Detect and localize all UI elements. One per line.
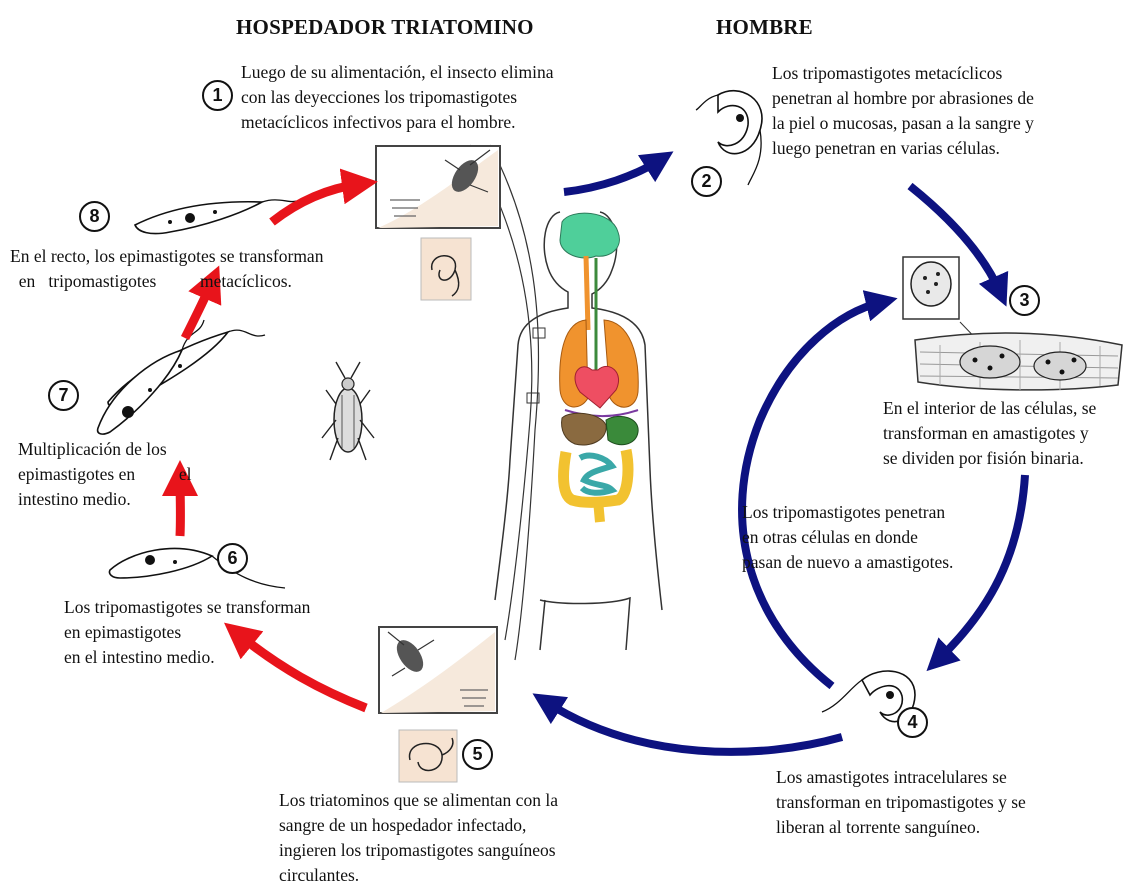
step-8-text: En el recto, los epimastigotes se transf… [10,244,323,294]
arrow-inner-loop [742,302,882,686]
muscle-tissue-with-amastigotes [915,333,1122,390]
step-number-6: 6 [217,543,248,574]
step-5-text: Los triatominos que se alimentan con la … [279,788,558,887]
step-7-text: Multiplicación de los epimastigotes en e… [18,437,192,512]
inner-loop-text: Los tripomastigotes penetran en otras cé… [742,500,953,575]
step-2-text: Los tripomastigotes metacíclicos penetra… [772,61,1034,161]
step-4-text: Los amastigotes intracelulares se transf… [776,765,1026,840]
arrow-8-to-1 [272,184,360,222]
liver-shape [606,416,638,444]
heading-vector-host: HOSPEDADOR TRIATOMINO [236,15,534,40]
step-number-5: 5 [462,739,493,770]
arrow-4-to-5 [546,702,842,752]
epimastigote-6 [109,549,285,588]
triatomine-bug-illustration [322,362,374,460]
stomach-shape [562,413,607,445]
feces-inset-top [421,238,471,300]
step-6-text: Los tripomastigotes se transforman en ep… [64,595,310,670]
human-body-figure [495,212,662,650]
step-number-7: 7 [48,380,79,411]
infected-cell-inset [903,257,959,319]
step-number-3: 3 [1009,285,1040,316]
bug-feeding-box-bottom [379,627,497,713]
ingested-parasite-inset [399,730,457,782]
step-3-text: En el interior de las células, se transf… [883,396,1096,471]
small-intestine-shape [580,456,612,493]
step-1-text: Luego de su alimentación, el insecto eli… [241,60,553,135]
arrow-1-to-2 [564,160,660,192]
step-number-1: 1 [202,80,233,111]
heading-human-host: HOMBRE [716,15,813,40]
step-number-2: 2 [691,166,722,197]
step-number-8: 8 [79,201,110,232]
step-number-4: 4 [897,707,928,738]
bug-feeding-box-top [376,146,500,228]
